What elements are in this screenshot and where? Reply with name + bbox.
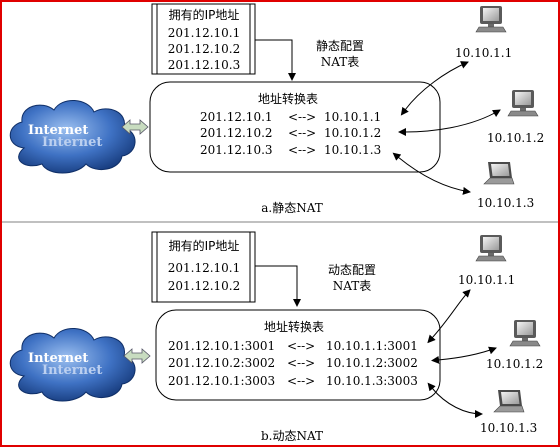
static-config-arrow — [255, 39, 296, 81]
static-host-1: 10.10.1.1 — [455, 46, 512, 60]
static-cloud-label-back: Internet — [42, 135, 102, 150]
static-host-2: 10.10.1.2 — [487, 131, 544, 145]
dynamic-nat-section: 拥有的IP地址 201.12.10.1 201.12.10.2 动态配置 NAT… — [9, 231, 543, 443]
static-internet-cloud-icon: Internet Internet — [9, 99, 136, 174]
static-row-public: 201.12.10.3 — [200, 143, 273, 157]
dynamic-row-private: 10.10.1.1:3001 — [326, 339, 418, 353]
static-nat-section: 拥有的IP地址 201.12.10.1 201.12.10.2 201.12.1… — [9, 3, 544, 215]
dynamic-translation-table: 地址转换表 201.12.10.1:3001 <--> 10.10.1.1:30… — [155, 309, 441, 401]
static-host-3: 10.10.1.3 — [477, 196, 534, 210]
dynamic-link-double-arrow — [123, 348, 151, 364]
dynamic-internet-cloud-icon: Internet Internet — [9, 327, 136, 402]
dynamic-laptop-icon — [493, 389, 525, 413]
dynamic-row-public: 201.12.10.2:3002 — [168, 356, 275, 370]
dynamic-host-2: 10.10.1.2 — [486, 357, 543, 371]
static-owned-title: 拥有的IP地址 — [169, 7, 240, 22]
dynamic-owned-ip-2: 201.12.10.2 — [168, 279, 241, 293]
dynamic-row-private: 10.10.1.3:3003 — [326, 374, 418, 388]
static-translation-table: 地址转换表 201.12.10.1 <--> 10.10.1.1 201.12.… — [149, 81, 441, 173]
static-owned-ip-1: 201.12.10.1 — [168, 26, 241, 40]
static-caption: a.静态NAT — [261, 201, 322, 215]
static-map-arrow-2 — [398, 109, 501, 136]
static-pc-icon — [475, 5, 507, 33]
dynamic-row-arrow: <--> — [287, 356, 315, 370]
dynamic-table-title: 地址转换表 — [264, 319, 324, 334]
static-table-title: 地址转换表 — [258, 91, 318, 106]
static-row-private: 10.10.1.2 — [324, 126, 381, 140]
dynamic-cloud-label-front: Internet — [28, 351, 88, 366]
static-row-private: 10.10.1.1 — [324, 110, 381, 124]
dynamic-config-label-1: 动态配置 — [328, 263, 376, 277]
static-row-arrow: <--> — [288, 143, 316, 157]
static-row-public: 201.12.10.2 — [200, 126, 273, 140]
dynamic-map-arrow-3 — [427, 382, 483, 418]
dynamic-map-arrow-2 — [431, 346, 497, 364]
dynamic-row-arrow: <--> — [287, 374, 315, 388]
static-row-public: 201.12.10.1 — [200, 110, 273, 124]
dynamic-pc-icon — [509, 319, 541, 347]
static-row-arrow: <--> — [288, 110, 316, 124]
dynamic-config-arrow — [255, 265, 301, 307]
dynamic-map-arrow-1 — [427, 289, 471, 344]
dynamic-row-private: 10.10.1.2:3002 — [326, 356, 418, 370]
dynamic-owned-ip-box: 拥有的IP地址 201.12.10.1 201.12.10.2 — [151, 231, 256, 303]
static-config-label-2: NAT表 — [321, 55, 360, 69]
static-config-label-1: 静态配置 — [316, 39, 364, 53]
static-laptop-icon — [483, 161, 515, 185]
dynamic-owned-ip-1: 201.12.10.1 — [168, 261, 241, 275]
static-row-private: 10.10.1.3 — [324, 143, 381, 157]
static-map-arrow-3 — [392, 152, 471, 195]
static-map-arrow-1 — [400, 61, 469, 116]
dynamic-pc-icon — [475, 234, 507, 262]
dynamic-row-arrow: <--> — [287, 339, 315, 353]
static-link-double-arrow — [121, 119, 149, 135]
static-owned-ip-3: 201.12.10.3 — [168, 58, 241, 72]
dynamic-config-label-2: NAT表 — [333, 279, 372, 293]
dynamic-cloud-label-back: Internet — [42, 363, 102, 378]
static-cloud-label-front: Internet — [28, 123, 88, 138]
static-owned-ip-box: 拥有的IP地址 201.12.10.1 201.12.10.2 201.12.1… — [151, 3, 256, 75]
dynamic-caption: b.动态NAT — [261, 429, 323, 443]
static-pc-icon — [507, 89, 539, 117]
dynamic-row-public: 201.12.10.1:3003 — [168, 374, 275, 388]
dynamic-host-3: 10.10.1.3 — [480, 421, 537, 435]
static-owned-ip-2: 201.12.10.2 — [168, 42, 241, 56]
dynamic-host-1: 10.10.1.1 — [458, 273, 515, 287]
dynamic-owned-title: 拥有的IP地址 — [169, 238, 240, 253]
dynamic-row-public: 201.12.10.1:3001 — [168, 339, 275, 353]
static-row-arrow: <--> — [288, 126, 316, 140]
